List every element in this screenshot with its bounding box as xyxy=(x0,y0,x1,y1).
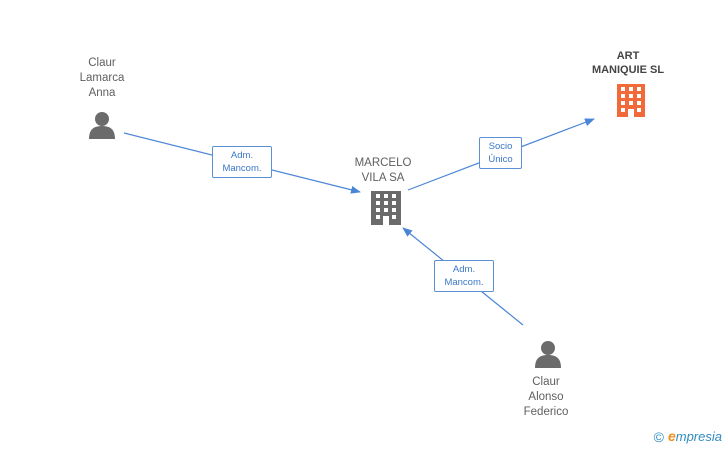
footer-brand[interactable]: © empresia xyxy=(654,428,722,446)
person-icon xyxy=(535,341,561,368)
edge-label-alonso-marcelo: Adm. Mancom. xyxy=(434,260,494,292)
brand-name: mpresia xyxy=(675,429,722,444)
node-label-claur-lamarca[interactable]: Claur Lamarca Anna xyxy=(79,57,125,99)
node-label-claur-alonso[interactable]: Claur Alonso Federico xyxy=(523,376,569,418)
node-label-marcelo-vila[interactable]: MARCELO VILA SA xyxy=(354,157,412,184)
empresia-logo: empresia xyxy=(668,428,722,446)
building-icon xyxy=(371,191,401,225)
brand-initial: e xyxy=(667,428,676,444)
edge-label-lamarca-marcelo: Adm. Mancom. xyxy=(212,146,272,178)
edge-label-line1: Adm. xyxy=(230,150,254,161)
edge-label-line2: Mancom. xyxy=(444,277,484,288)
edge-label-marcelo-art: Socio Único xyxy=(479,137,522,169)
node-label-art-maniquie[interactable]: ART MANIQUIE SL xyxy=(591,50,665,76)
copyright-symbol: © xyxy=(653,429,664,445)
edge-label-line1: Socio xyxy=(488,141,513,152)
building-icon-highlight xyxy=(617,84,645,117)
edge-label-line2: Único xyxy=(488,154,513,165)
edge-label-line2: Mancom. xyxy=(222,163,262,174)
edge-label-line1: Adm. xyxy=(452,264,476,275)
person-icon xyxy=(89,112,115,139)
